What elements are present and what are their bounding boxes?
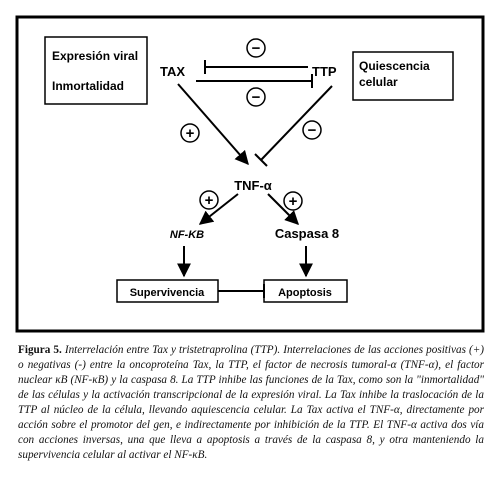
supervivencia-label: Supervivencia	[130, 287, 205, 299]
tax-label: TAX	[160, 64, 185, 79]
apoptosis-label: Apoptosis	[278, 287, 332, 299]
caption-label: Figura 5.	[18, 344, 62, 356]
left-box-line-1: Expresión viral	[52, 49, 138, 63]
plus-sign-caspasa-circle	[283, 191, 303, 211]
tnf-to-caspasa-arrow	[267, 193, 299, 225]
plus-sign-nfkb: +	[205, 192, 214, 209]
plus-sign-tax-circle	[180, 123, 200, 143]
figure-caption: Figura 5. Interrelación entre Tax y tris…	[18, 343, 484, 463]
tnf-alpha-label: TNF-α	[234, 178, 272, 193]
left-outcome-box	[44, 36, 148, 105]
plus-sign-tax: +	[186, 125, 195, 142]
minus-sign-top-circle	[246, 38, 266, 58]
minus-sign-ttp: −	[308, 122, 317, 139]
plus-sign-nfkb-circle	[199, 190, 219, 210]
minus-sign-ttp-circle	[302, 120, 322, 140]
plus-sign-caspasa: +	[289, 193, 298, 210]
minus-sign-middle: −	[252, 89, 261, 106]
caspasa-label: Caspasa 8	[275, 226, 339, 241]
caption-text: Interrelación entre Tax y tristetraproli…	[18, 344, 484, 461]
tax-to-tnf-arrow	[177, 83, 249, 166]
right-outcome-box	[352, 51, 454, 101]
nfkb-label: NF-KB	[170, 229, 204, 241]
ttp-to-tnf-inhibition	[260, 85, 333, 161]
right-box-line-2: celular	[359, 75, 398, 89]
left-box-line-2: Inmortalidad	[52, 79, 124, 93]
minus-sign-top: −	[252, 40, 261, 57]
minus-sign-middle-circle	[246, 87, 266, 107]
right-box-line-1: Quiescencia	[359, 59, 430, 73]
ttp-label: TTP	[312, 64, 337, 79]
ttp-tnf-inhibition-bar	[254, 153, 268, 167]
tnf-to-nfkb-arrow	[198, 193, 239, 225]
